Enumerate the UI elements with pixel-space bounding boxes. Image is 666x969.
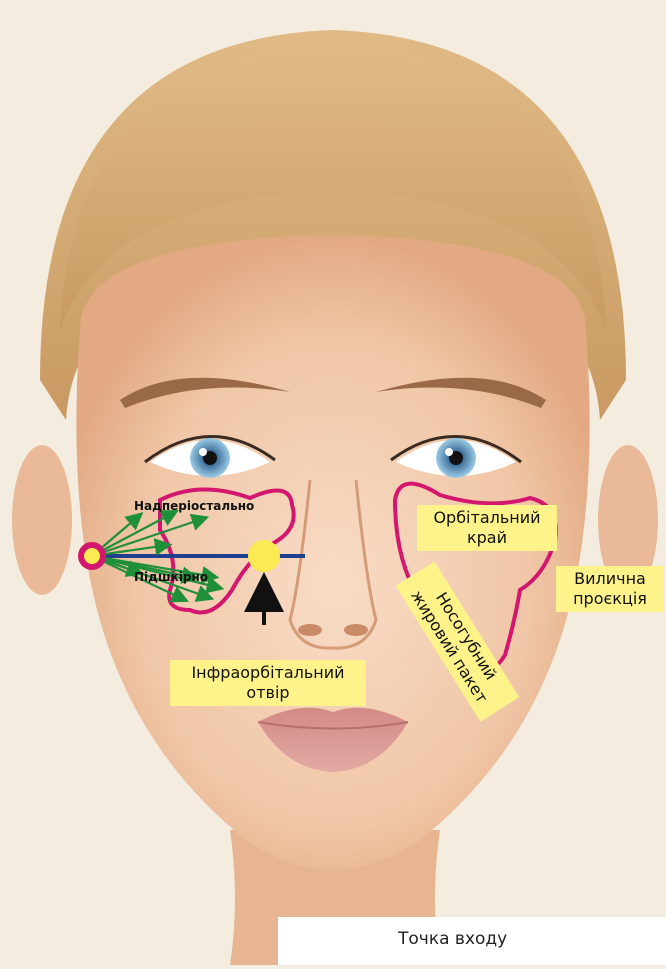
left-ear (12, 445, 72, 595)
infraorbital-label: Інфраорбітальний отвір (170, 660, 366, 706)
legend-entry-point-label: Точка входу (398, 929, 507, 949)
supraperiosteal-label: Надперіостально (134, 499, 254, 513)
face-skin (76, 235, 589, 870)
zygomatic-label: Вилична проєкція (556, 566, 664, 612)
entry-point-marker (81, 545, 103, 567)
legend: Точка входу (278, 917, 666, 965)
infraorbital-foramen (248, 540, 280, 572)
orbital-rim-label: Орбітальний край (417, 505, 557, 551)
subcutaneous-label: Підшкірно (134, 570, 208, 584)
